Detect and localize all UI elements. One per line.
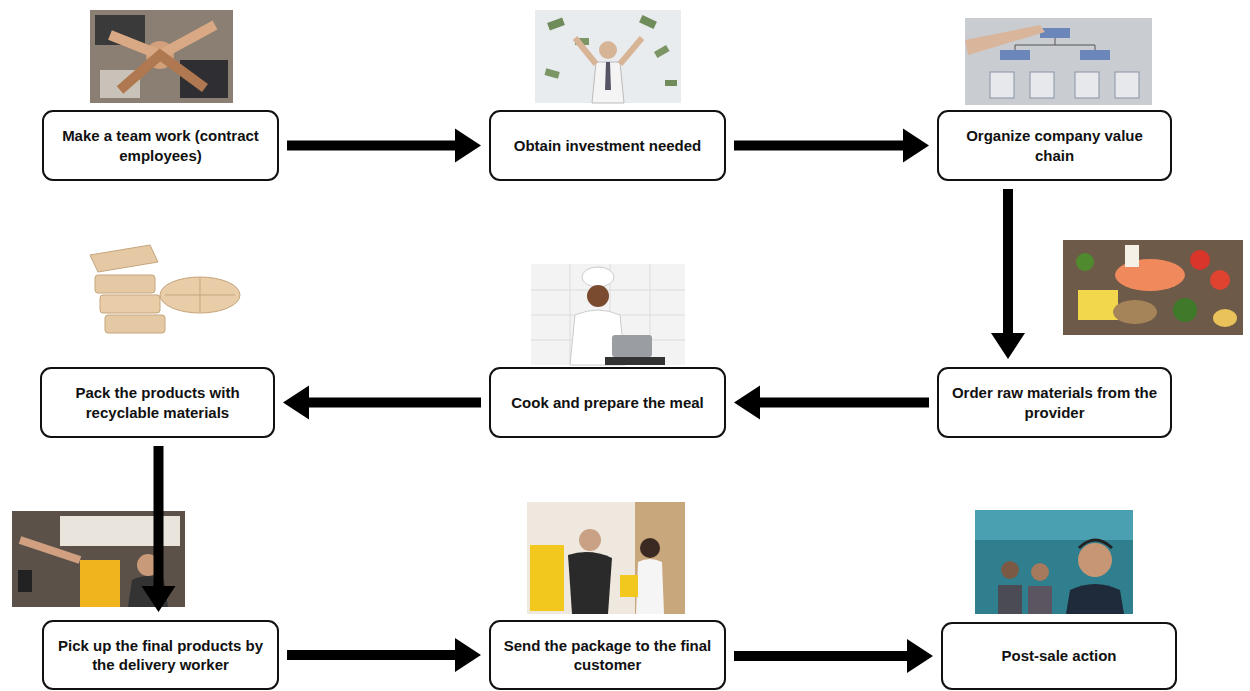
box-label: Pick up the final products by the delive… xyxy=(56,636,265,675)
process-box: Pick up the final products by the delive… xyxy=(42,620,279,690)
flow-arrow xyxy=(991,189,1025,359)
process-box: Cook and prepare the meal xyxy=(489,367,726,438)
box-label: Cook and prepare the meal xyxy=(511,393,704,413)
flow-arrow xyxy=(734,129,929,163)
call-center-photo xyxy=(975,510,1133,614)
flow-arrow xyxy=(287,129,481,163)
flow-arrow xyxy=(142,446,176,612)
flow-arrow xyxy=(734,386,929,420)
org-chart-photo xyxy=(965,18,1152,105)
food-photo xyxy=(1063,240,1243,335)
process-box: Post-sale action xyxy=(941,622,1177,690)
flow-arrow xyxy=(287,638,481,672)
process-box: Order raw materials from the provider xyxy=(937,367,1172,438)
box-label: Organize company value chain xyxy=(951,126,1158,165)
process-box: Pack the products with recyclable materi… xyxy=(40,367,275,438)
box-label: Obtain investment needed xyxy=(514,136,702,156)
process-box: Send the package to the final customer xyxy=(489,620,726,690)
box-label: Post-sale action xyxy=(1001,646,1116,666)
box-label: Send the package to the final customer xyxy=(503,636,712,675)
box-label: Make a team work (contract employees) xyxy=(56,126,265,165)
process-box: Organize company value chain xyxy=(937,110,1172,181)
money-photo xyxy=(535,10,681,103)
process-box: Obtain investment needed xyxy=(489,110,726,181)
flow-arrow xyxy=(734,639,933,673)
process-box: Make a team work (contract employees) xyxy=(42,110,279,181)
chef-photo xyxy=(531,264,685,365)
flow-arrow xyxy=(283,386,481,420)
delivery-photo xyxy=(527,502,685,614)
box-label: Pack the products with recyclable materi… xyxy=(54,383,261,422)
packaging-photo xyxy=(90,245,240,333)
team-photo xyxy=(90,10,233,103)
box-label: Order raw materials from the provider xyxy=(951,383,1158,422)
